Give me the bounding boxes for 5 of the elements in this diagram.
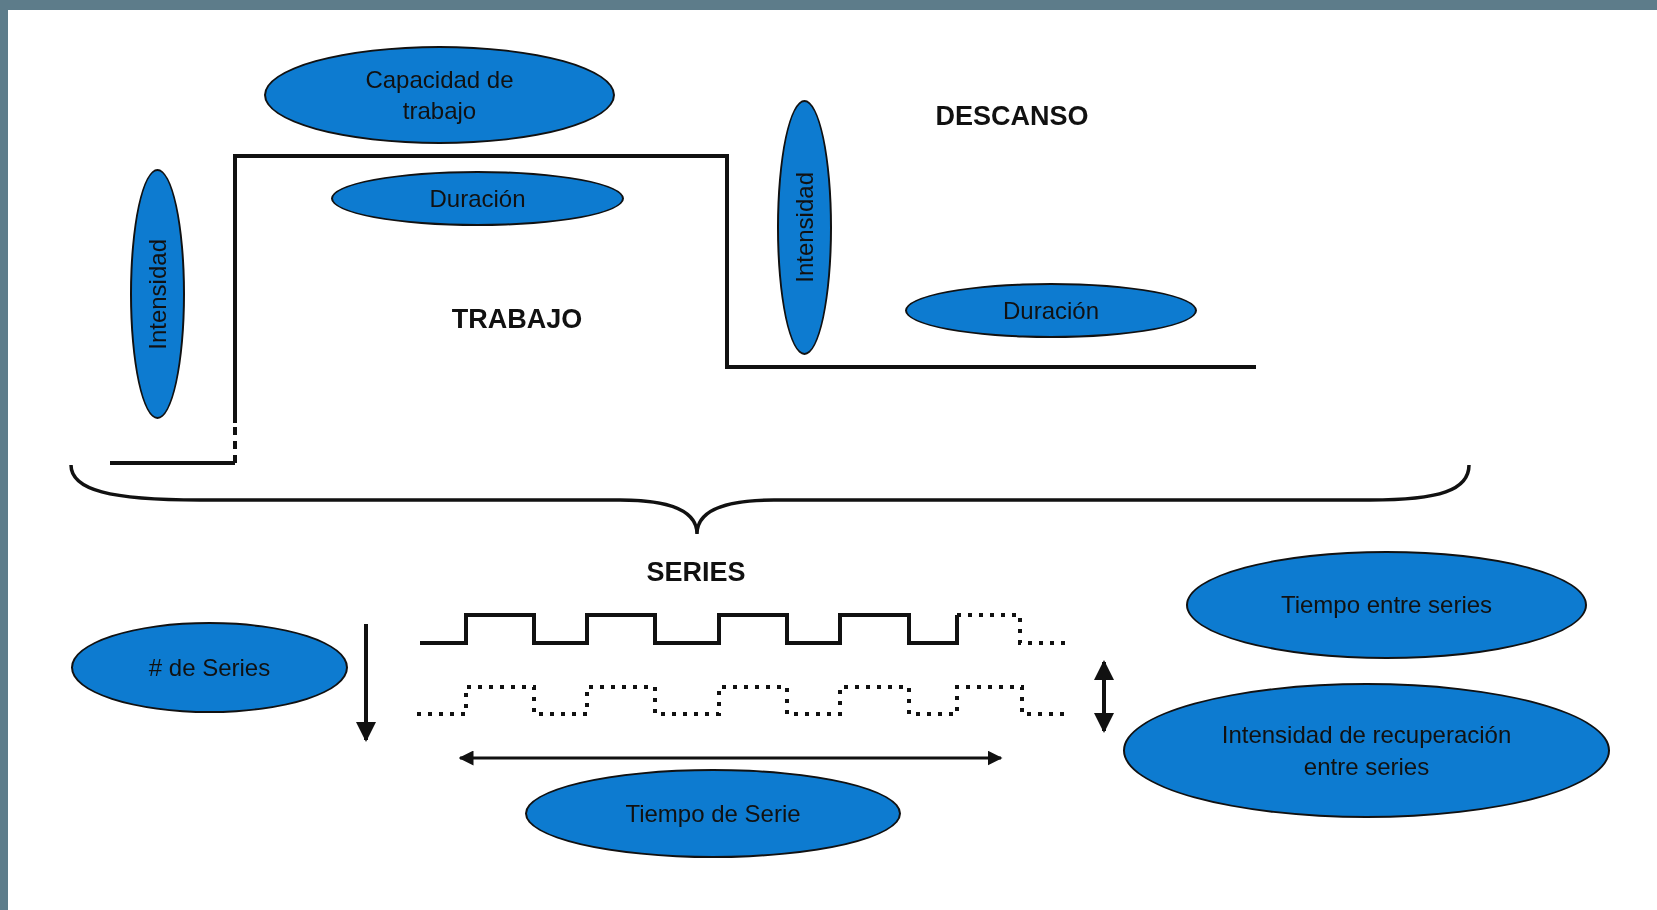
vertical-label: Intensidad <box>142 237 172 352</box>
section-heading: SERIES <box>646 556 746 588</box>
section-heading: TRABAJO <box>451 303 583 335</box>
section-heading: DESCANSO <box>935 100 1089 132</box>
vertical-label: Intensidad <box>789 171 819 285</box>
